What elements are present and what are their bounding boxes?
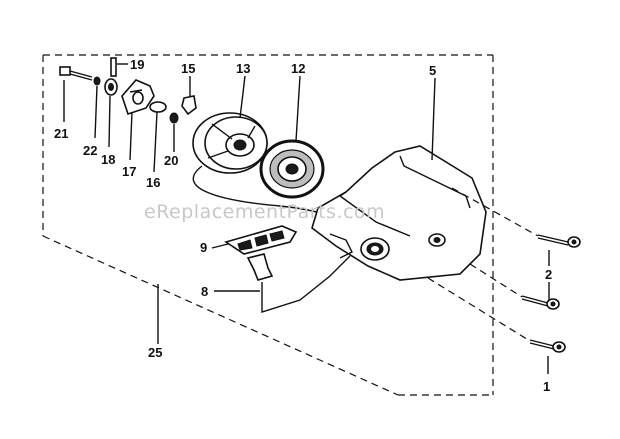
leaders — [63, 63, 550, 374]
pulley-13 — [192, 112, 268, 174]
pin-19 — [110, 57, 117, 77]
label-22: 22 — [83, 143, 97, 158]
label-16: 16 — [146, 175, 160, 190]
watermark: eReplacementParts.com — [144, 201, 385, 223]
part-labels: 21 22 18 19 17 16 20 15 13 12 5 9 8 25 2… — [54, 57, 552, 394]
label-21: 21 — [54, 126, 68, 141]
bolt-lower-2 — [521, 295, 560, 310]
rope-guide — [360, 237, 390, 261]
ring-20 — [169, 112, 179, 124]
label-20: 20 — [164, 153, 178, 168]
rope-tail — [261, 255, 351, 313]
bolt-1 — [529, 339, 566, 353]
pawl-plate-17 — [121, 79, 155, 116]
label-8: 8 — [201, 284, 208, 299]
label-12: 12 — [291, 61, 305, 76]
dashed-leaders — [427, 187, 539, 342]
screw-21 — [59, 66, 93, 81]
label-17: 17 — [122, 164, 136, 179]
spring-12 — [259, 139, 325, 199]
bushing-18 — [104, 78, 118, 96]
label-1: 1 — [543, 379, 550, 394]
pawl-15 — [181, 95, 197, 116]
label-15: 15 — [181, 61, 195, 76]
washer-16 — [149, 101, 167, 113]
label-13: 13 — [236, 61, 250, 76]
label-25: 25 — [148, 345, 162, 360]
washer-22 — [93, 76, 101, 86]
label-2: 2 — [545, 267, 552, 282]
label-9: 9 — [200, 240, 207, 255]
label-5: 5 — [429, 63, 436, 78]
handle-9 — [224, 225, 298, 281]
housing-5 — [311, 145, 487, 281]
label-19: 19 — [130, 57, 144, 72]
label-18: 18 — [101, 152, 115, 167]
assembly-boundary — [42, 54, 494, 396]
bolt-upper-2 — [537, 234, 581, 248]
